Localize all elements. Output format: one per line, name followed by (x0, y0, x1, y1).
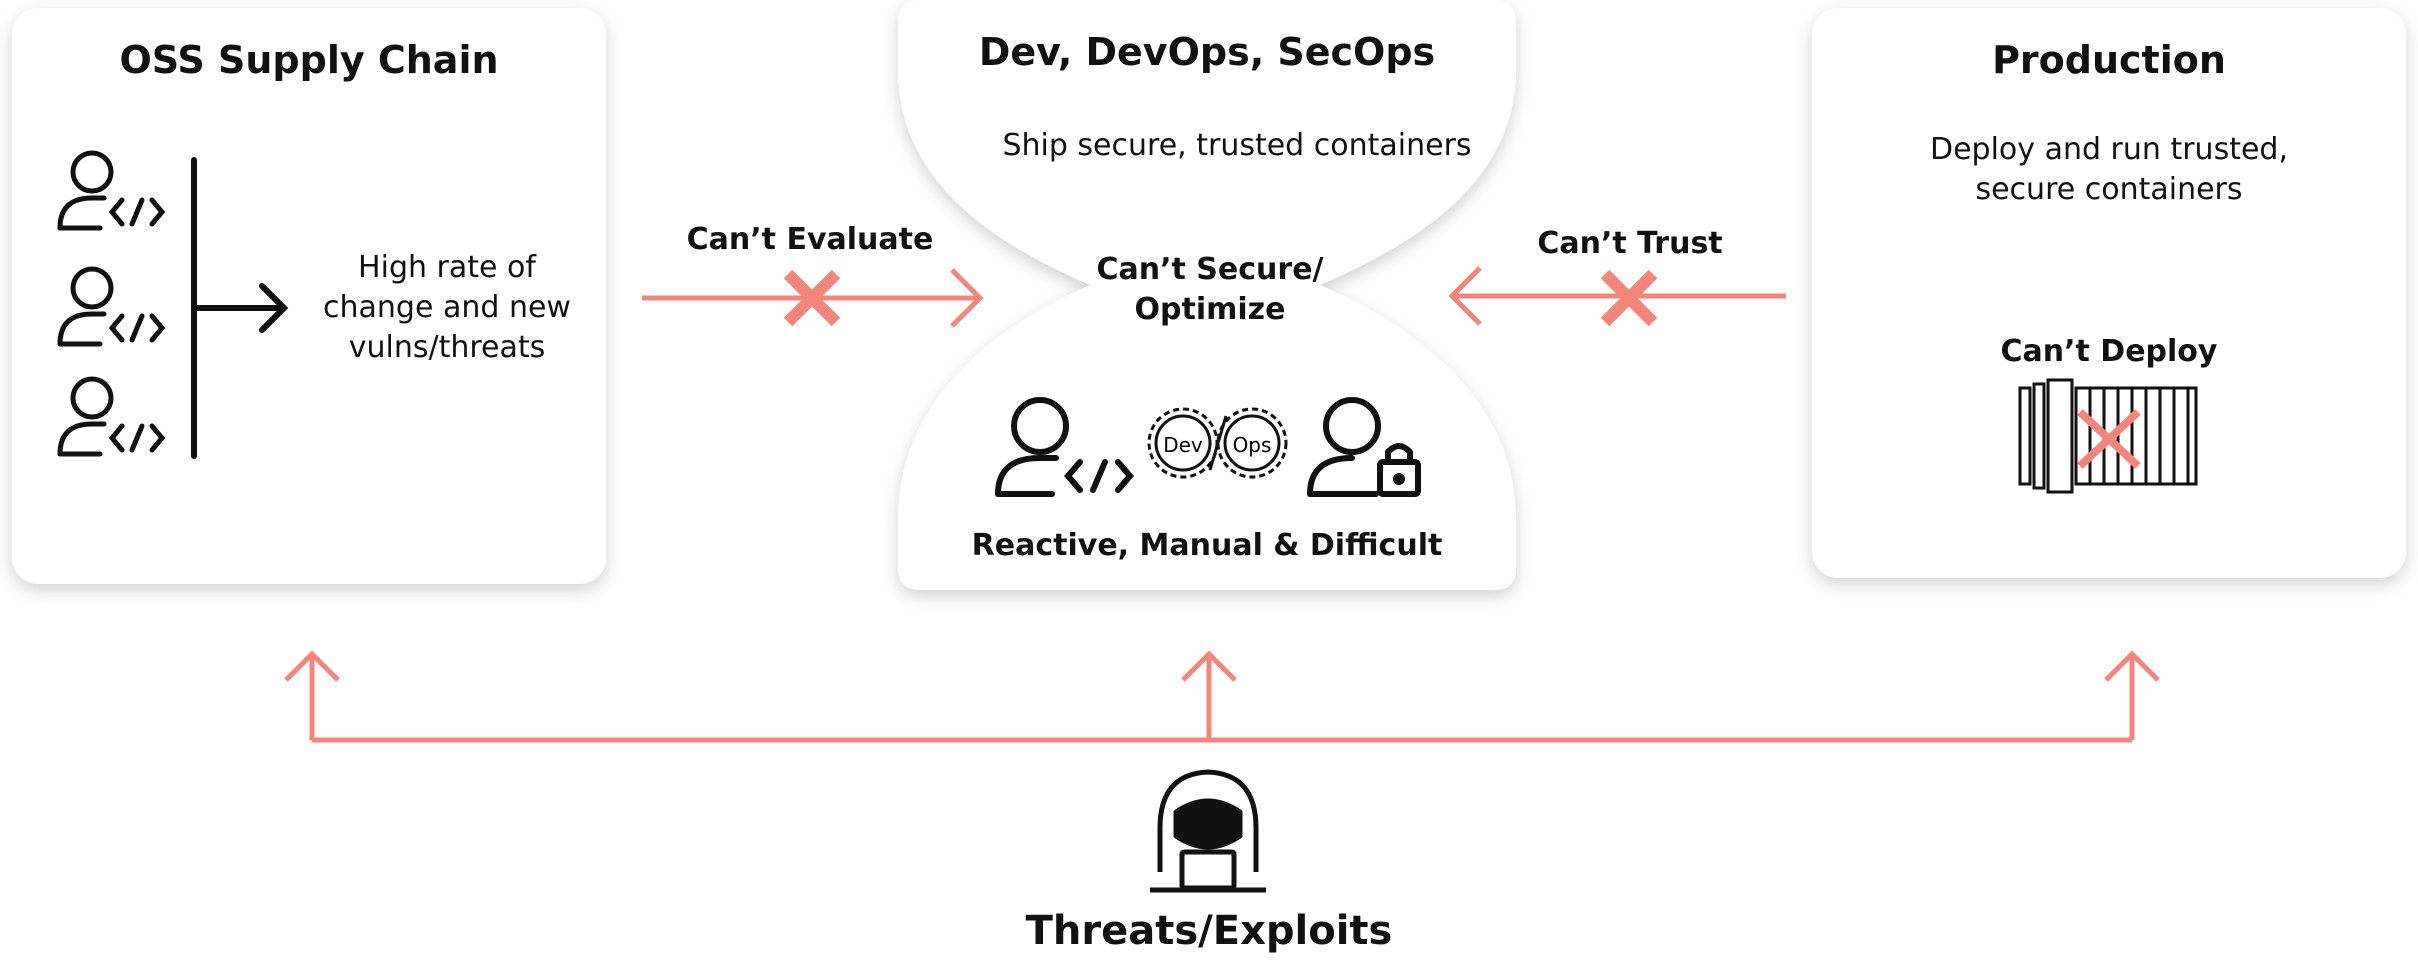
hacker-icon (1150, 769, 1266, 893)
gear-dev-label: Dev (1163, 433, 1203, 457)
cant-trust-label: Can’t Trust (1537, 226, 1723, 261)
production-subtitle: Deploy and run trusted, secure container… (1812, 130, 2406, 210)
locked-user-icon (1307, 397, 1421, 497)
oss-description-line: vulns/threats (348, 330, 546, 365)
dev-subtitle: Ship secure, trusted containers (1002, 128, 1472, 163)
gear-ops-label: Ops (1233, 433, 1272, 457)
dev-title: Dev, DevOps, SecOps (978, 30, 1436, 74)
threat-arrows (284, 650, 2160, 743)
oss-description: High rate of change and new vulns/threat… (292, 248, 602, 368)
production-subtitle-line: Deploy and run trusted, (1930, 132, 2288, 167)
oss-description-line: change and new (323, 290, 571, 325)
threats-label: Threats/Exploits (1025, 908, 1393, 954)
cross-icon (783, 269, 841, 327)
dev-problem-line: Optimize (1134, 292, 1286, 327)
production-title: Production (1992, 38, 2226, 82)
cross-icon (2077, 409, 2141, 469)
devops-hourglass-card (898, 0, 1516, 590)
oss-title: OSS Supply Chain (119, 38, 499, 82)
developer-icon (995, 397, 1134, 497)
production-subtitle-line: secure containers (1975, 172, 2243, 207)
cant-deploy-label: Can’t Deploy (2000, 334, 2218, 369)
developer-icon (57, 266, 166, 347)
dev-problem: Can’t Secure/ Optimize (1060, 250, 1360, 330)
developer-icon (57, 150, 166, 231)
cant-evaluate-label: Can’t Evaluate (686, 222, 934, 257)
devops-gears-icon: Dev Ops (1147, 407, 1288, 479)
developer-icon (57, 376, 166, 457)
oss-description-line: High rate of (358, 250, 536, 285)
cross-icon (1600, 269, 1658, 327)
dev-footer: Reactive, Manual & Difficult (971, 528, 1443, 563)
dev-problem-line: Can’t Secure/ (1096, 252, 1324, 287)
oss-flow-arrow (191, 157, 289, 459)
